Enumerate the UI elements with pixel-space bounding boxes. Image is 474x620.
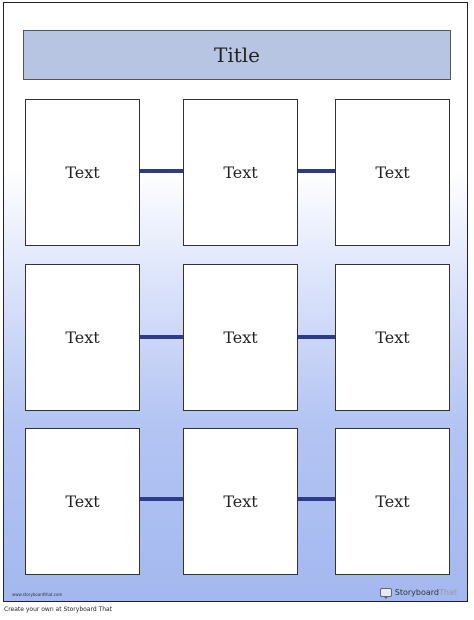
brand-name: StoryboardThat: [395, 588, 457, 597]
connector-line: [296, 497, 335, 501]
text-cell: Text: [183, 99, 298, 246]
text-cell: Text: [335, 99, 450, 246]
text-cell: Text: [25, 264, 140, 411]
page-title: Title: [213, 43, 260, 67]
cell-label: Text: [223, 492, 258, 511]
cell-label: Text: [65, 163, 100, 182]
text-cell: Text: [335, 428, 450, 575]
connector-line: [138, 335, 183, 339]
cell-label: Text: [375, 492, 410, 511]
footer-caption[interactable]: Create your own at Storyboard That: [4, 606, 113, 613]
cell-label: Text: [65, 328, 100, 347]
text-cell: Text: [25, 99, 140, 246]
brand-logo[interactable]: StoryboardThat: [379, 585, 457, 599]
worksheet: Title Text Text Text Text Text Text Text…: [3, 2, 468, 602]
text-cell: Text: [183, 428, 298, 575]
text-cell: Text: [335, 264, 450, 411]
cell-label: Text: [65, 492, 100, 511]
connector-line: [138, 497, 183, 501]
storyboard-logo-icon: [379, 587, 392, 599]
cell-label: Text: [223, 328, 258, 347]
title-bar: Title: [23, 30, 451, 80]
connector-line: [296, 169, 335, 173]
text-cell: Text: [25, 428, 140, 575]
cell-label: Text: [375, 163, 410, 182]
brand-main: Storyboard: [394, 587, 439, 597]
connector-line: [138, 169, 183, 173]
connector-line: [296, 335, 335, 339]
cell-label: Text: [375, 328, 410, 347]
text-cell: Text: [183, 264, 298, 411]
brand-suffix: That: [439, 587, 457, 597]
footer-url[interactable]: www.storyboardthat.com: [12, 592, 63, 597]
cell-label: Text: [223, 163, 258, 182]
